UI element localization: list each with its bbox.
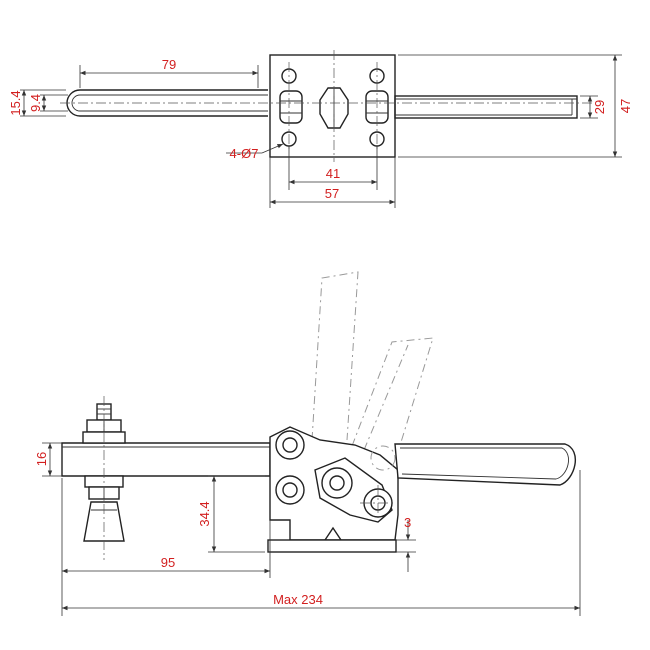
- top-view: 79 15.4 9.4 4-Ø7 41 57 29 47: [8, 50, 633, 208]
- dim-base-width: 57: [325, 186, 339, 201]
- dim-grip-outer: 15.4: [8, 90, 23, 115]
- side-lever-handle: [394, 443, 576, 486]
- side-pivot-upper: [275, 430, 305, 460]
- dim-spindle-width: 29: [592, 100, 607, 114]
- side-view: 16 34.4 3 95 Max 234: [34, 271, 581, 616]
- ghost-handle-angled: [351, 337, 434, 453]
- dim-base-thickness: 3: [404, 515, 411, 530]
- side-pivot-link: [321, 467, 353, 499]
- dim-base-height: 47: [618, 99, 633, 113]
- dim-arm-thickness: 16: [34, 452, 49, 466]
- top-pivot-left: [279, 90, 303, 124]
- top-spindle-bar: [394, 95, 578, 119]
- dim-hole-spacing: 41: [326, 166, 340, 181]
- side-clamp-arm: [61, 442, 271, 477]
- dim-hole-callout: 4-Ø7: [230, 146, 259, 161]
- side-rubber-tip: [83, 501, 125, 542]
- dim-overall-length: Max 234: [273, 592, 323, 607]
- dim-grip-inner: 9.4: [28, 94, 43, 112]
- dim-spindle-reach: 95: [161, 555, 175, 570]
- ghost-handle-vertical: [311, 271, 359, 441]
- side-base-plate: [267, 539, 397, 553]
- side-pivot-lower: [275, 475, 305, 505]
- dim-pivot-height: 34.4: [197, 501, 212, 526]
- top-handle-inner: [71, 94, 268, 112]
- dim-handle-length: 79: [162, 57, 176, 72]
